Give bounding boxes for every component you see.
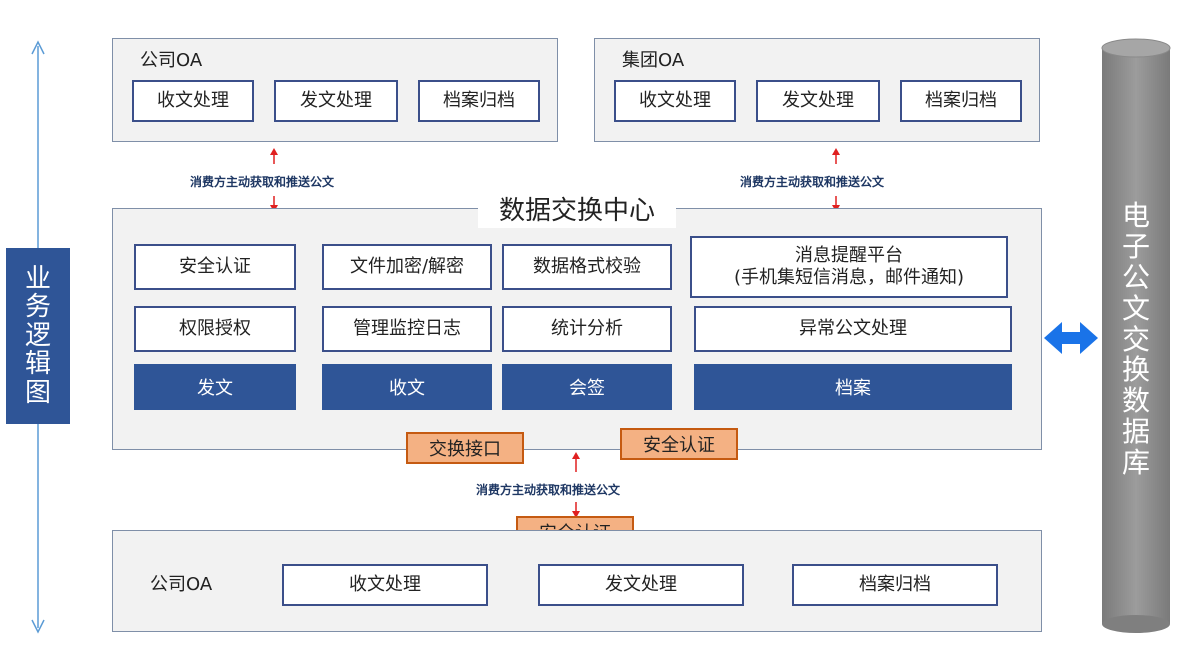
arrow-bottom-up (572, 452, 580, 472)
business-logic-char: 业 (24, 263, 51, 294)
arrow-top-right-up (832, 148, 840, 164)
database-char: 数 (1121, 384, 1150, 418)
database-cylinder (1101, 38, 1171, 633)
bottom-receive-box: 收文处理 (282, 564, 488, 606)
business-logic-char: 逻 (24, 320, 51, 351)
top-left-oa-title: 公司OA (140, 50, 203, 71)
database-char: 库 (1121, 445, 1150, 479)
flow-label-top-left: 消费方主动获取和推送公文 (190, 175, 335, 189)
business-logic-label: 业 务 逻 辑 图 (6, 248, 70, 424)
blue-double-arrow (1044, 322, 1098, 354)
database-label: 电 子 公 文 交 换 数 据 库 (1102, 170, 1170, 510)
send-action-bar: 发文 (134, 364, 296, 410)
database-char: 文 (1121, 291, 1150, 325)
database-char: 据 (1121, 414, 1150, 448)
business-logic-char: 务 (24, 292, 51, 323)
database-char: 交 (1121, 322, 1150, 356)
bottom-send-box: 发文处理 (538, 564, 744, 606)
security-auth-box: 安全认证 (134, 244, 296, 290)
file-encryption-box: 文件加密/解密 (322, 244, 492, 290)
countersign-action-bar: 会签 (502, 364, 672, 410)
archive-action-bar: 档案 (694, 364, 1012, 410)
data-format-check-box: 数据格式校验 (502, 244, 672, 290)
monitor-log-box: 管理监控日志 (322, 306, 492, 352)
exception-handling-box: 异常公文处理 (694, 306, 1012, 352)
database-char: 电 (1121, 199, 1150, 233)
bottom-archive-box: 档案归档 (792, 564, 998, 606)
message-platform-box: 消息提醒平台 (手机集短信消息，邮件通知) (690, 236, 1008, 298)
statistics-box: 统计分析 (502, 306, 672, 352)
business-logic-char: 辑 (24, 349, 51, 380)
top-right-send-box: 发文处理 (756, 80, 880, 122)
arrow-top-left-up (270, 148, 278, 164)
top-right-receive-box: 收文处理 (614, 80, 736, 122)
permission-auth-box: 权限授权 (134, 306, 296, 352)
flow-label-bottom: 消费方主动获取和推送公文 (476, 483, 621, 497)
arrow-bottom-down (572, 502, 580, 518)
flow-label-top-right: 消费方主动获取和推送公文 (740, 175, 885, 189)
database-char: 公 (1121, 261, 1150, 294)
top-left-archive-box: 档案归档 (418, 80, 540, 122)
business-logic-char: 图 (24, 377, 51, 408)
security-auth-center-box: 安全认证 (620, 428, 738, 460)
message-platform-title: 消息提醒平台 (795, 244, 903, 266)
database-char: 换 (1121, 353, 1150, 387)
top-right-oa-title: 集团OA (622, 50, 685, 71)
bottom-oa-title: 公司OA (150, 574, 213, 595)
database-char: 子 (1121, 230, 1150, 264)
exchange-interface-box: 交换接口 (406, 432, 524, 464)
receive-action-bar: 收文 (322, 364, 492, 410)
top-left-receive-box: 收文处理 (132, 80, 254, 122)
top-right-archive-box: 档案归档 (900, 80, 1022, 122)
top-left-send-box: 发文处理 (274, 80, 398, 122)
message-platform-subtitle: (手机集短信消息，邮件通知) (733, 267, 965, 288)
center-title: 数据交换中心 (478, 188, 676, 228)
